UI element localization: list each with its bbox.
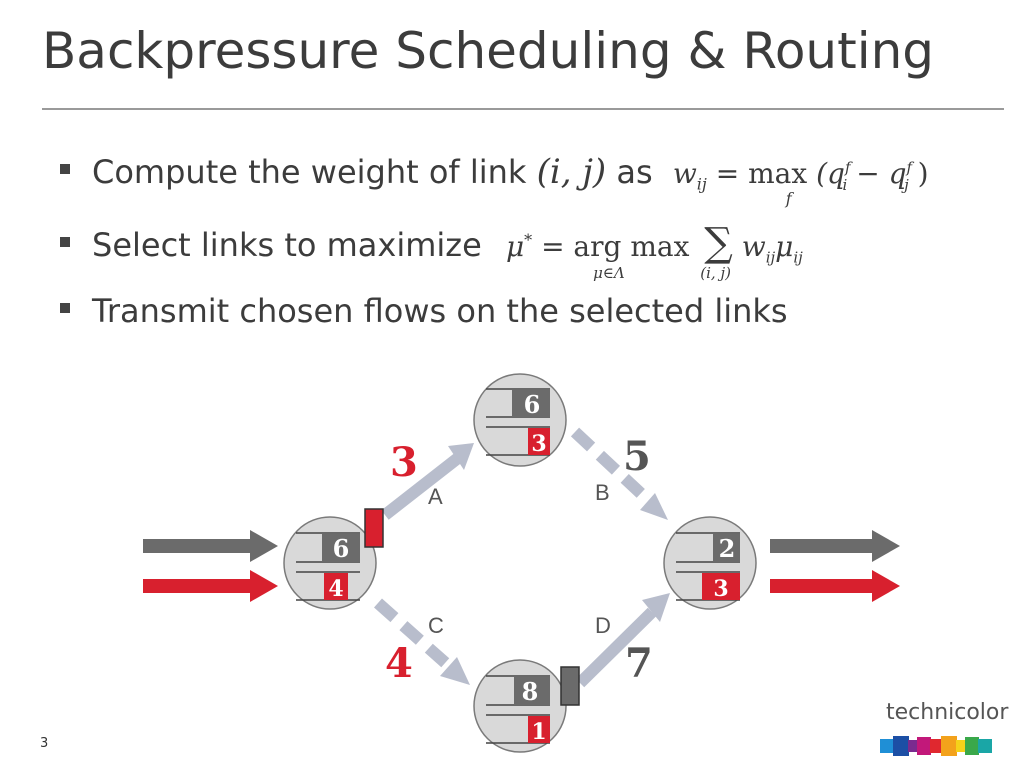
node-left-red-queue: 4 bbox=[328, 576, 343, 602]
logo-color-block bbox=[908, 740, 918, 752]
link-label-d: D bbox=[595, 613, 611, 638]
page-title: Backpressure Scheduling & Routing bbox=[42, 22, 935, 80]
input-flow-red bbox=[143, 570, 278, 602]
logo-color-block bbox=[930, 739, 942, 753]
bullet-maximize: Select links to maximize μ* = arg max μ∈… bbox=[60, 220, 803, 282]
packet-red-link-a bbox=[364, 508, 384, 548]
sum-w: w bbox=[741, 230, 766, 263]
queue-j-sup: f bbox=[906, 158, 913, 177]
node-left: 6 4 bbox=[283, 516, 377, 610]
node-right-gray-queue: 2 bbox=[719, 534, 736, 563]
bullet-text: Select links to maximize bbox=[92, 226, 482, 264]
link-pair-formula: (i, j) bbox=[536, 152, 607, 192]
sum-symbol: ∑ bbox=[704, 220, 733, 266]
queue-i-sub: i bbox=[842, 175, 848, 194]
queue-i: (q bbox=[816, 157, 845, 190]
mu-star: μ bbox=[505, 230, 525, 263]
slide-number: 3 bbox=[40, 736, 49, 751]
logo-color-block bbox=[965, 737, 979, 755]
input-flow-gray bbox=[143, 530, 278, 562]
node-right: 2 3 bbox=[663, 516, 757, 610]
output-flow-gray bbox=[770, 530, 900, 562]
bullet-transmit: Transmit chosen flows on the selected li… bbox=[60, 292, 788, 330]
node-top: 6 3 bbox=[473, 373, 567, 467]
node-bottom: 8 1 bbox=[473, 659, 567, 753]
close-paren: ) bbox=[917, 157, 929, 190]
weight-symbol: w bbox=[672, 157, 697, 190]
argmax-operator: = arg max bbox=[541, 230, 690, 263]
node-bottom-red-queue: 1 bbox=[531, 719, 546, 745]
link-label-a: A bbox=[428, 484, 443, 509]
link-d bbox=[575, 593, 670, 688]
link-c bbox=[374, 598, 470, 685]
node-right-red-queue: 3 bbox=[713, 576, 728, 602]
node-left-gray-queue: 6 bbox=[333, 534, 350, 563]
argmax-formula: μ* = arg max μ∈Λ ∑ (i, j) wijμij bbox=[505, 220, 803, 282]
logo-color-block bbox=[893, 736, 909, 756]
bullet-suffix: as bbox=[616, 153, 653, 191]
technicolor-logo-bar bbox=[880, 736, 992, 756]
bullet-text: Transmit chosen flows on the selected li… bbox=[92, 292, 788, 330]
link-label-b: B bbox=[595, 480, 610, 505]
max-operator: = max bbox=[715, 157, 808, 190]
logo-color-block bbox=[941, 736, 957, 756]
link-weight-a: 3 bbox=[390, 439, 418, 486]
sum-mu-sub: ij bbox=[793, 248, 803, 267]
link-weight-c: 4 bbox=[385, 640, 413, 687]
link-weight-b: 5 bbox=[623, 433, 651, 480]
link-a bbox=[381, 443, 474, 520]
queue-j: − q bbox=[856, 157, 907, 190]
sum-subscript: (i, j) bbox=[700, 264, 731, 282]
logo-color-block bbox=[917, 737, 931, 755]
link-weight-d: 7 bbox=[625, 640, 653, 687]
sum-mu: μ bbox=[775, 230, 794, 263]
max-subscript: f bbox=[785, 189, 792, 208]
logo-color-block bbox=[978, 739, 992, 753]
title-divider bbox=[42, 108, 1004, 110]
bullet-text: Compute the weight of link bbox=[92, 153, 527, 191]
technicolor-logo: technicolor bbox=[886, 700, 1009, 725]
node-top-red-queue: 3 bbox=[531, 431, 546, 457]
node-bottom-gray-queue: 8 bbox=[522, 677, 539, 706]
link-b bbox=[570, 427, 668, 520]
argmax-subscript: μ∈Λ bbox=[593, 264, 625, 282]
bullet-square-icon bbox=[60, 164, 70, 174]
bullet-square-icon bbox=[60, 237, 70, 247]
node-top-gray-queue: 6 bbox=[524, 390, 541, 419]
queue-j-sub: j bbox=[904, 175, 909, 194]
queue-i-sup: f bbox=[844, 158, 851, 177]
bullet-square-icon bbox=[60, 303, 70, 313]
link-label-c: C bbox=[428, 613, 444, 638]
weight-formula: wij = max f (qfi − qfj ) bbox=[672, 157, 929, 208]
packet-gray-link-d bbox=[560, 666, 580, 706]
star-sup: * bbox=[524, 230, 533, 250]
logo-color-block bbox=[880, 739, 894, 753]
logo-color-block bbox=[956, 740, 966, 752]
output-flow-red bbox=[770, 570, 900, 602]
weight-subscript: ij bbox=[696, 174, 707, 194]
bullet-weight: Compute the weight of link (i, j) as wij… bbox=[60, 152, 929, 208]
sum-w-sub: ij bbox=[765, 248, 776, 267]
